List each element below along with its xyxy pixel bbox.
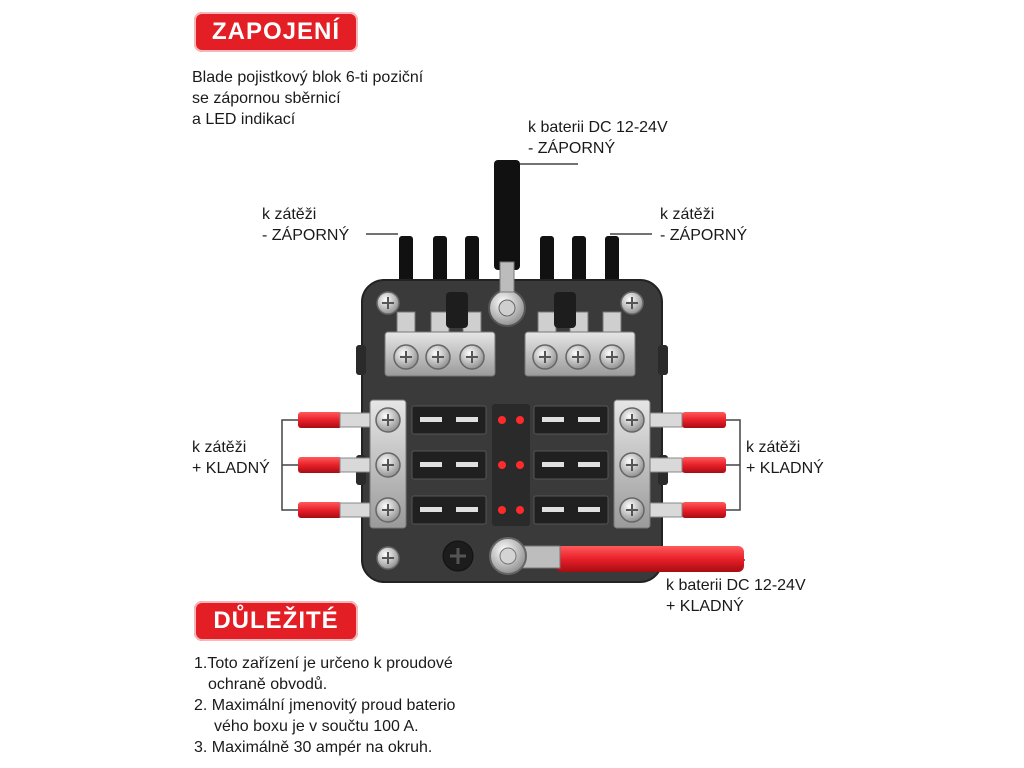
label-load-pos-right-1: k zátěži	[746, 439, 801, 456]
note-3: 3. Maximálně 30 ampér na okruh.	[194, 739, 433, 756]
label-battery-pos-2: + KLADNÝ	[666, 598, 744, 615]
label-load-pos-right-2: + KLADNÝ	[746, 460, 824, 477]
fuse-slots	[411, 405, 609, 525]
label-battery-neg-1: k baterii DC 12-24V	[528, 119, 668, 136]
label-battery-pos-1: k baterii DC 12-24V	[666, 577, 806, 594]
important-badge: DŮLEŽITÉ	[194, 601, 358, 641]
label-load-pos-left-2: + KLADNÝ	[192, 460, 270, 477]
label-load-neg-right-1: k zátěži	[660, 206, 715, 223]
label-load-pos-left-1: k zátěži	[192, 439, 247, 456]
note-2-line-1: 2. Maximální jmenovitý proud baterio	[194, 697, 456, 714]
label-load-neg-right-2: - ZÁPORNÝ	[660, 227, 748, 244]
description-line-3: a LED indikací	[192, 111, 296, 128]
note-1-line-1: 1.Toto zařízení je určeno k proudové	[194, 655, 453, 672]
description-line-2: se zápornou sběrnicí	[192, 90, 341, 107]
battery-positive-wire	[556, 546, 744, 572]
wiring-badge: ZAPOJENÍ	[194, 12, 358, 52]
label-load-neg-left-1: k zátěži	[262, 206, 317, 223]
label-battery-neg-2: - ZÁPORNÝ	[528, 140, 616, 157]
description-line-1: Blade pojistkový blok 6-ti poziční	[192, 69, 424, 86]
led-indicators	[498, 416, 524, 514]
led-panel	[492, 404, 530, 526]
label-load-neg-left-2: - ZÁPORNÝ	[262, 227, 350, 244]
positive-wires-left	[298, 412, 375, 518]
note-1-line-2: ochraně obvodů.	[208, 676, 328, 693]
note-2-line-2: vého boxu je v součtu 100 A.	[214, 718, 419, 735]
